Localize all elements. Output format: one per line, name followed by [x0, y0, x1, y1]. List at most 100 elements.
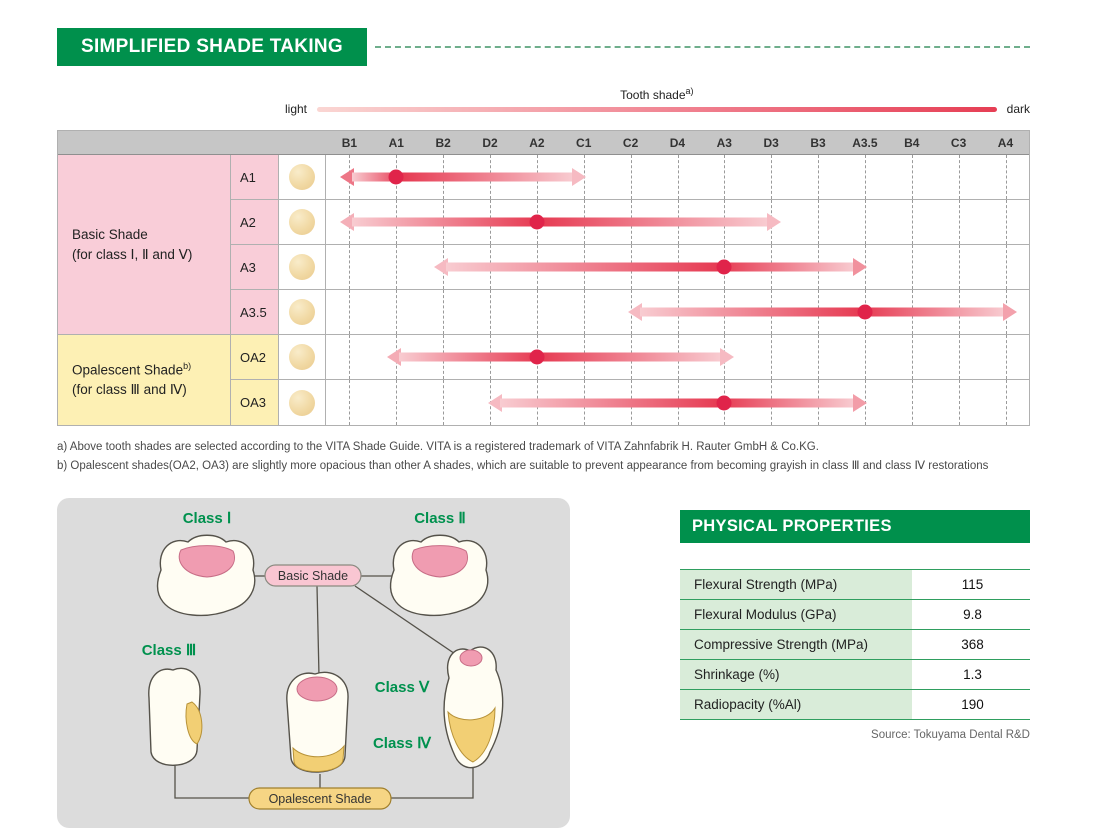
axis-title-superscript: a) — [685, 85, 694, 96]
gridline — [911, 245, 913, 289]
column-header: D4 — [669, 136, 686, 150]
shade-swatch — [289, 389, 315, 416]
shade-name-cell: A2 — [230, 200, 278, 244]
shade-swatch-cell — [278, 155, 326, 199]
shade-chart-cell — [326, 290, 1029, 334]
gridline — [1005, 200, 1007, 244]
class4-label: Class Ⅳ — [373, 735, 432, 752]
gridline — [443, 380, 445, 425]
shade-row: A3 — [230, 245, 1029, 290]
gridline — [1005, 380, 1007, 425]
shade-dot — [857, 304, 873, 320]
gridline — [958, 155, 960, 199]
shade-swatch-cell — [278, 380, 326, 425]
column-header: A2 — [529, 136, 545, 150]
classes-diagram: Basic Shade Opalescent Shade Class Ⅰ Cla… — [57, 497, 570, 828]
property-value: 115 — [915, 569, 1030, 599]
group-label: Basic Shade — [72, 226, 148, 242]
column-header: C1 — [576, 136, 592, 150]
class1-filling — [178, 545, 235, 578]
gridline — [490, 290, 492, 334]
shade-name-cell: OA3 — [230, 380, 278, 425]
class4-filling-canine — [447, 706, 496, 763]
basic-shade-pill-label: Basic Shade — [278, 569, 348, 583]
shade-swatch — [289, 344, 315, 370]
gridline — [630, 155, 632, 199]
group-label: Opalescent Shadeb) — [72, 361, 192, 378]
tooth-shade-axis: light Tooth shadea) dark — [57, 86, 1030, 117]
title-bar: SIMPLIFIED SHADE TAKING — [57, 28, 1030, 66]
property-row: Flexural Modulus (GPa)9.8 — [680, 598, 1030, 629]
shade-name-cell: A3.5 — [230, 290, 278, 334]
gridline — [396, 245, 398, 289]
classes-diagram-svg: Basic Shade Opalescent Shade Class Ⅰ Cla… — [142, 510, 504, 810]
shade-name-cell: A3 — [230, 245, 278, 289]
shade-swatch — [289, 254, 315, 280]
gridline — [396, 290, 398, 334]
gridline — [958, 380, 960, 425]
arrowhead-left-icon — [386, 348, 401, 366]
column-header: A1 — [388, 136, 404, 150]
property-value: 368 — [915, 629, 1030, 659]
gridline — [396, 380, 398, 425]
arrowhead-right-icon — [766, 213, 781, 231]
gridline — [911, 380, 913, 425]
gridline — [1005, 245, 1007, 289]
class5-label: Class Ⅴ — [375, 679, 430, 696]
shade-range-arrow — [340, 168, 587, 186]
shade-chart-cell — [326, 380, 1029, 425]
property-name: Compressive Strength (MPa) — [680, 629, 915, 659]
shade-chart-cell — [326, 200, 1029, 244]
arrowhead-left-icon — [628, 303, 643, 321]
class2-label: Class Ⅱ — [414, 510, 466, 527]
shade-row: A2 — [230, 200, 1029, 245]
shade-range-arrow — [433, 258, 868, 276]
arrowhead-left-icon — [433, 258, 448, 276]
property-value: 190 — [915, 689, 1030, 719]
class5-filling — [296, 676, 338, 702]
shade-swatch-cell — [278, 200, 326, 244]
gridline — [677, 155, 679, 199]
gridline — [1005, 335, 1007, 379]
gridline — [349, 245, 351, 289]
gradient-bar — [317, 106, 997, 112]
property-value: 9.8 — [915, 599, 1030, 629]
arrowhead-left-icon — [340, 168, 355, 186]
shade-table-body: Basic Shade(for class Ⅰ, Ⅱ and Ⅴ)Opalesc… — [58, 155, 1029, 425]
shade-chart-cell — [326, 155, 1029, 199]
shade-chart-cell — [326, 245, 1029, 289]
column-header: C2 — [622, 136, 639, 150]
class3-filling — [185, 701, 203, 745]
arrowhead-right-icon — [853, 258, 868, 276]
class3-label: Class Ⅲ — [142, 642, 197, 659]
shade-row: A3.5 — [230, 290, 1029, 335]
title-dashed-rule — [375, 46, 1030, 48]
arrowhead-right-icon — [572, 168, 587, 186]
shade-name-cell: OA2 — [230, 335, 278, 379]
footnotes: a) Above tooth shades are selected accor… — [57, 438, 1030, 476]
footnote-a: a) Above tooth shades are selected accor… — [57, 441, 819, 453]
class3-tooth — [148, 667, 201, 766]
gridline — [958, 245, 960, 289]
axis-dark-label: dark — [1006, 102, 1030, 116]
gridline — [818, 155, 820, 199]
shade-group-cell: Opalescent Shadeb)(for class Ⅲ and Ⅳ) — [58, 335, 230, 425]
shade-range-arrow — [487, 393, 868, 412]
class4-filling-center — [292, 744, 345, 772]
shade-row: OA3 — [230, 380, 1029, 425]
canine-pink-spot — [459, 649, 483, 667]
column-header: D3 — [763, 136, 779, 150]
axis-light-label: light — [285, 102, 308, 116]
shade-dot — [388, 169, 404, 185]
column-header: B4 — [904, 136, 920, 150]
axis-title: Tooth shadea) — [620, 86, 693, 102]
gridline — [349, 290, 351, 334]
connector-lines — [174, 575, 474, 799]
gridline — [864, 200, 866, 244]
page-title: SIMPLIFIED SHADE TAKING — [57, 28, 367, 66]
shade-range-arrow — [386, 348, 734, 366]
basic-shade-pill — [264, 564, 362, 587]
shade-dot — [716, 259, 732, 275]
